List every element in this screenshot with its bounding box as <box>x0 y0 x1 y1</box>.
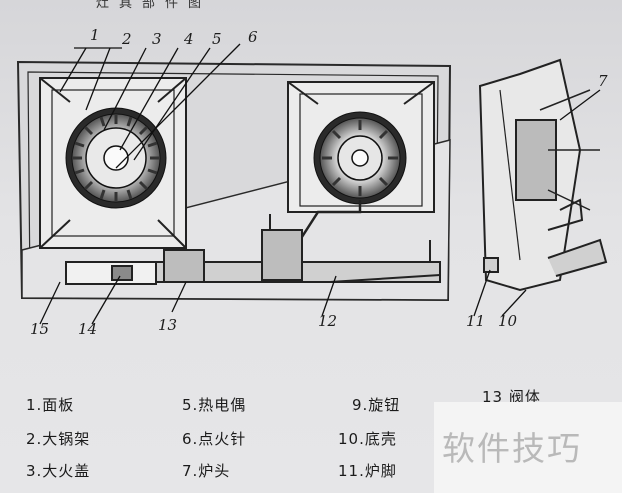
right-burner <box>313 111 407 205</box>
callout-7: 7 <box>598 72 608 90</box>
legend-item: 11.炉脚 <box>338 462 397 480</box>
callout-2: 2 <box>121 30 132 48</box>
legend-item: 3.大火盖 <box>26 462 91 480</box>
callout-5: 5 <box>212 30 222 48</box>
left-burner <box>65 107 167 209</box>
callout-4: 4 <box>183 30 194 48</box>
callout-11: 11 <box>466 312 485 330</box>
legend-item: 7.炉头 <box>182 462 231 480</box>
callout-12: 12 <box>318 312 337 330</box>
callout-14: 14 <box>78 320 97 338</box>
legend-item: 10.底壳 <box>338 430 397 448</box>
legend-item: 5.热电偶 <box>182 396 247 414</box>
legend-item: 1.面板 <box>26 396 75 414</box>
callout-13: 13 <box>158 316 177 334</box>
gas-pipes-and-valves <box>65 200 441 285</box>
watermark: 软件技巧 <box>434 402 622 493</box>
legend-item: 2.大锅架 <box>26 430 91 448</box>
callout-leaders <box>39 43 601 325</box>
callout-15: 15 <box>30 320 49 338</box>
callout-1: 1 <box>90 26 100 44</box>
callout-10: 10 <box>498 312 518 330</box>
callout-6: 6 <box>248 28 258 46</box>
cropped-title: 灶具部件图 <box>96 0 212 10</box>
callout-3: 3 <box>152 30 162 48</box>
legend-item: 9.旋钮 <box>352 396 401 414</box>
legend-item: 13 阀体 <box>482 388 541 406</box>
side-view <box>478 58 608 292</box>
watermark-text: 软件技巧 <box>442 429 582 468</box>
legend-item: 6.点火针 <box>182 430 247 448</box>
